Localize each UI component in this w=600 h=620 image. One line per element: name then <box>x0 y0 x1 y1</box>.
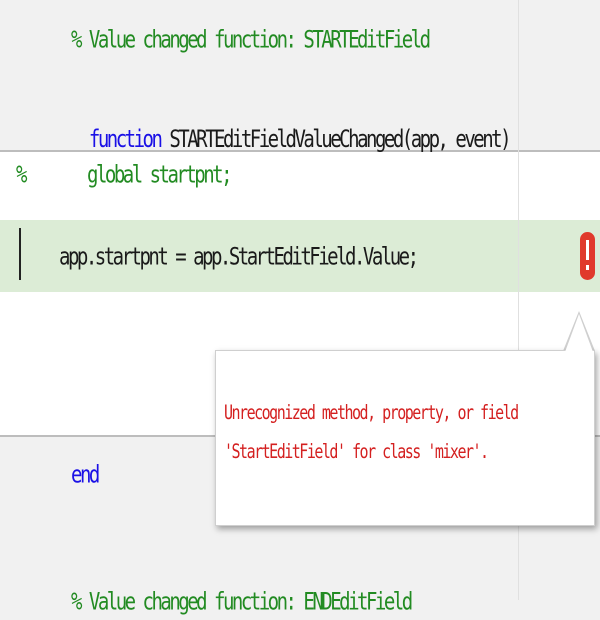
tooltip-pointer-fill <box>565 314 593 352</box>
highlighted-line[interactable] <box>0 220 600 292</box>
assignment-line[interactable]: app.startpnt = app.StartEditField.Value; <box>59 243 419 271</box>
global-declaration-line[interactable]: global startpnt; <box>87 161 233 189</box>
right-margin-line <box>518 0 519 600</box>
gray-code-region-top <box>0 0 600 150</box>
text-cursor <box>19 228 21 280</box>
comment-marker: % <box>16 161 27 189</box>
function-keyword: function <box>88 125 163 154</box>
end-keyword: end <box>71 461 100 489</box>
error-message: Unrecognized method, property, or field … <box>224 400 519 464</box>
section-separator <box>0 150 600 152</box>
bottom-comment-line: % Value changed function: ENDEditField <box>71 588 413 616</box>
comment-line: % Value changed function: STARTEditField <box>71 26 431 54</box>
function-signature: STARTEditFieldValueChanged(app, event) <box>160 125 511 154</box>
error-tooltip: Unrecognized method, property, or field … <box>215 350 595 526</box>
function-declaration-line: function STARTEditFieldValueChanged(app,… <box>71 87 512 157</box>
error-exclamation-icon[interactable] <box>580 232 595 280</box>
